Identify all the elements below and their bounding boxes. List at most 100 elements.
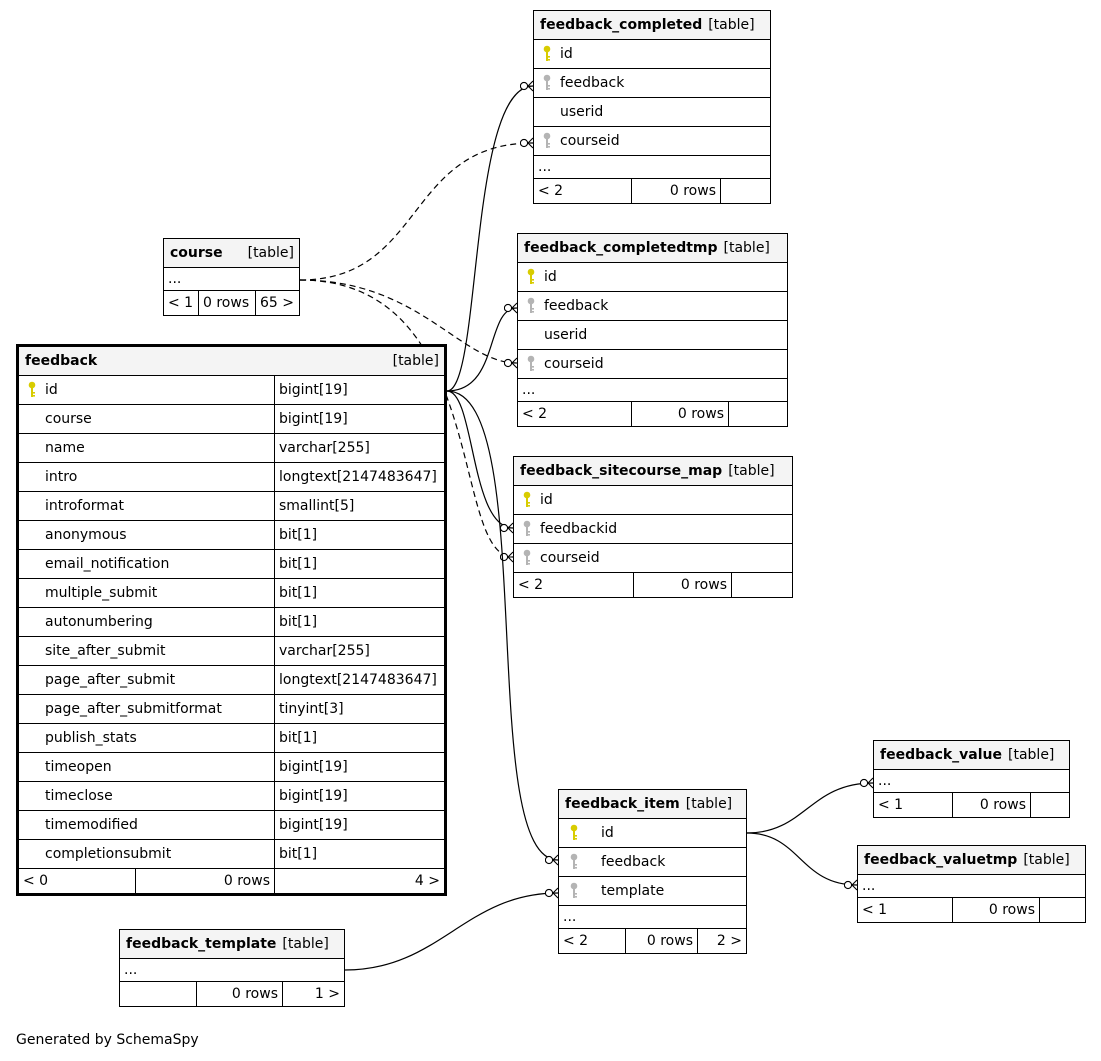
- column-row[interactable]: userid: [518, 321, 787, 350]
- column-name: id: [560, 46, 573, 62]
- table-name: feedback_item: [565, 796, 680, 812]
- column-row[interactable]: userid: [534, 98, 770, 127]
- column-name: id: [601, 825, 614, 841]
- table-footer: < 1 0 rows: [874, 793, 1069, 817]
- row-count: 0 rows: [633, 573, 731, 597]
- edge-course-to-feedback-completedtmp: [299, 279, 517, 363]
- column-name: publish_stats: [45, 730, 137, 746]
- table-header: feedback_template[table]: [120, 930, 344, 959]
- table-feedback-item[interactable]: feedback_item[table] id feedback templat…: [558, 789, 747, 954]
- children-count[interactable]: [720, 179, 770, 203]
- column-type: bit[1]: [274, 724, 444, 752]
- children-count[interactable]: [1030, 793, 1069, 817]
- table-feedback-value[interactable]: feedback_value[table] ... < 1 0 rows: [873, 740, 1070, 818]
- column-row[interactable]: template: [559, 877, 746, 906]
- table-feedback-template[interactable]: feedback_template[table] ... 0 rows 1 >: [119, 929, 345, 1007]
- column-type: bit[1]: [274, 521, 444, 549]
- children-count[interactable]: [1039, 898, 1085, 922]
- table-header: feedback_completed[table]: [534, 11, 770, 40]
- column-row[interactable]: courseid: [534, 127, 770, 156]
- column-row[interactable]: feedback: [518, 292, 787, 321]
- column-row[interactable]: feedbackid: [514, 515, 792, 544]
- column-type: longtext[2147483647]: [274, 463, 444, 491]
- parents-count[interactable]: < 1: [878, 797, 904, 813]
- parents-count[interactable]: < 2: [522, 406, 548, 422]
- edge-feedback-template-to-feedback-item: [344, 893, 558, 971]
- table-name: feedback_completedtmp: [524, 240, 718, 256]
- edge-course-to-feedback-completed: [299, 143, 533, 281]
- parents-count[interactable]: < 1: [862, 902, 888, 918]
- children-count[interactable]: [731, 573, 792, 597]
- table-type: [table]: [282, 936, 329, 952]
- column-row[interactable]: intro longtext[2147483647]: [19, 463, 444, 492]
- table-feedback-completed[interactable]: feedback_completed[table] id feedback us…: [533, 10, 771, 204]
- column-row[interactable]: feedback: [559, 848, 746, 877]
- column-name: intro: [45, 469, 78, 485]
- edge-feedback-to-feedback-sitecourse-map: [446, 390, 513, 528]
- table-feedback-valuetmp[interactable]: feedback_valuetmp[table] ... < 1 0 rows: [857, 845, 1086, 923]
- table-name: feedback_value: [880, 747, 1003, 763]
- column-name: userid: [544, 327, 588, 343]
- column-row[interactable]: id: [534, 40, 770, 69]
- column-row[interactable]: feedback: [534, 69, 770, 98]
- more-columns: ...: [874, 770, 1069, 793]
- children-count[interactable]: 1 >: [282, 982, 344, 1006]
- parents-count[interactable]: < 0: [23, 873, 49, 889]
- parents-count[interactable]: < 1: [168, 295, 194, 311]
- column-row[interactable]: courseid: [518, 350, 787, 379]
- table-type: [table]: [708, 17, 755, 33]
- column-name: courseid: [560, 133, 620, 149]
- children-count[interactable]: 4 >: [274, 869, 444, 893]
- edge-feedback-item-to-feedback-valuetmp: [746, 832, 857, 885]
- table-footer: < 2 0 rows: [534, 179, 770, 203]
- more-columns: ...: [559, 906, 746, 929]
- table-type: [table]: [1023, 852, 1070, 868]
- edge-feedback-item-to-feedback-value: [746, 783, 873, 834]
- children-count[interactable]: 65 >: [255, 291, 299, 315]
- column-row[interactable]: id: [514, 486, 792, 515]
- column-name: timeopen: [45, 759, 112, 775]
- parents-count[interactable]: < 2: [518, 577, 544, 593]
- children-count[interactable]: [728, 402, 787, 426]
- table-feedback-sitecourse-map[interactable]: feedback_sitecourse_map[table] id feedba…: [513, 456, 793, 598]
- column-row[interactable]: courseid: [514, 544, 792, 573]
- column-type: bigint[19]: [274, 811, 444, 839]
- column-row[interactable]: id: [518, 263, 787, 292]
- more-columns: ...: [518, 379, 787, 402]
- column-name: email_notification: [45, 556, 170, 572]
- edge-feedback-to-feedback-item: [446, 390, 558, 860]
- children-count[interactable]: 2 >: [697, 929, 746, 953]
- row-count: 0 rows: [625, 929, 697, 953]
- parents-count[interactable]: [120, 982, 196, 1006]
- primary-key-icon: [518, 268, 544, 286]
- column-row[interactable]: publish_stats bit[1]: [19, 724, 444, 753]
- generator-credit: Generated by SchemaSpy: [16, 1032, 199, 1048]
- column-row[interactable]: id: [559, 819, 746, 848]
- table-course[interactable]: course [table] ... < 1 0 rows 65 >: [163, 238, 300, 316]
- column-name: course: [45, 411, 92, 427]
- column-name: id: [540, 492, 553, 508]
- column-name: completionsubmit: [45, 846, 172, 862]
- parents-count[interactable]: < 2: [538, 183, 564, 199]
- table-header: course [table]: [164, 239, 299, 268]
- table-header: feedback_value[table]: [874, 741, 1069, 770]
- table-feedback-completedtmp[interactable]: feedback_completedtmp[table] id feedback…: [517, 233, 788, 427]
- parents-count[interactable]: < 2: [563, 933, 589, 949]
